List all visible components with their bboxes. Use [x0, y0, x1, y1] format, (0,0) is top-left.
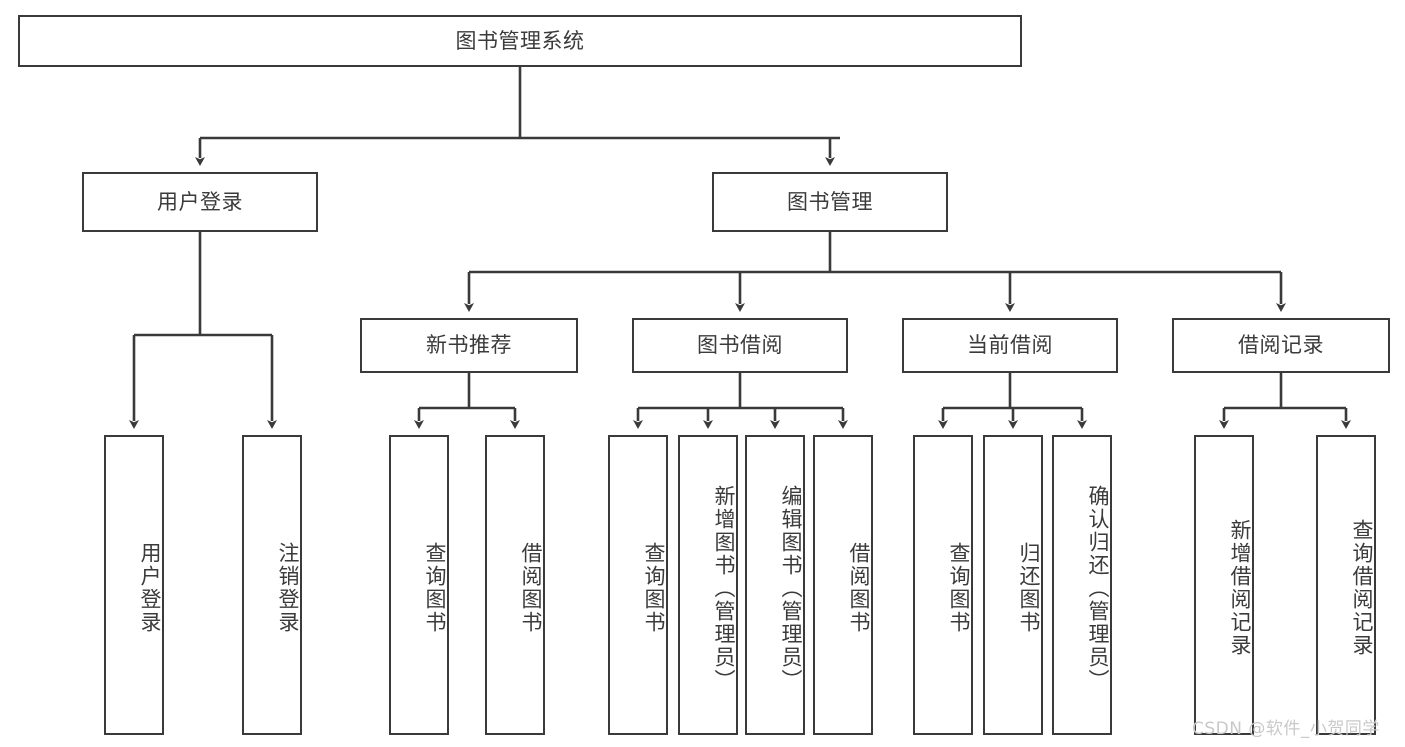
- leaf-query-book-current[interactable]: 查询图书: [913, 435, 973, 735]
- leaf-user-login[interactable]: 用户登录: [104, 435, 164, 735]
- leaf-borrow-book-newbooks[interactable]: 借阅图书: [485, 435, 545, 735]
- leaf-logout[interactable]: 注销登录: [242, 435, 302, 735]
- leaf-return-book[interactable]: 归还图书: [983, 435, 1043, 735]
- leaf-query-book-borrow[interactable]: 查询图书: [608, 435, 668, 735]
- node-root[interactable]: 图书管理系统: [18, 15, 1022, 67]
- leaf-query-borrow-record[interactable]: 查询借阅记录: [1316, 435, 1376, 735]
- leaf-edit-book-admin[interactable]: 编辑图书（管理员）: [745, 435, 805, 735]
- watermark: CSDN @软件_小贺同学: [1192, 719, 1380, 739]
- leaf-query-book-newbooks[interactable]: 查询图书: [389, 435, 449, 735]
- leaf-borrow-book[interactable]: 借阅图书: [813, 435, 873, 735]
- node-book-management[interactable]: 图书管理: [712, 172, 948, 232]
- node-new-book-recommend[interactable]: 新书推荐: [360, 318, 578, 373]
- node-current-borrow[interactable]: 当前借阅: [902, 318, 1118, 373]
- leaf-add-book-admin[interactable]: 新增图书（管理员）: [678, 435, 738, 735]
- leaf-confirm-return-admin[interactable]: 确认归还（管理员）: [1052, 435, 1112, 735]
- node-book-borrow[interactable]: 图书借阅: [632, 318, 848, 373]
- node-borrow-records[interactable]: 借阅记录: [1172, 318, 1390, 373]
- leaf-add-borrow-record[interactable]: 新增借阅记录: [1194, 435, 1254, 735]
- node-user-login[interactable]: 用户登录: [82, 172, 318, 232]
